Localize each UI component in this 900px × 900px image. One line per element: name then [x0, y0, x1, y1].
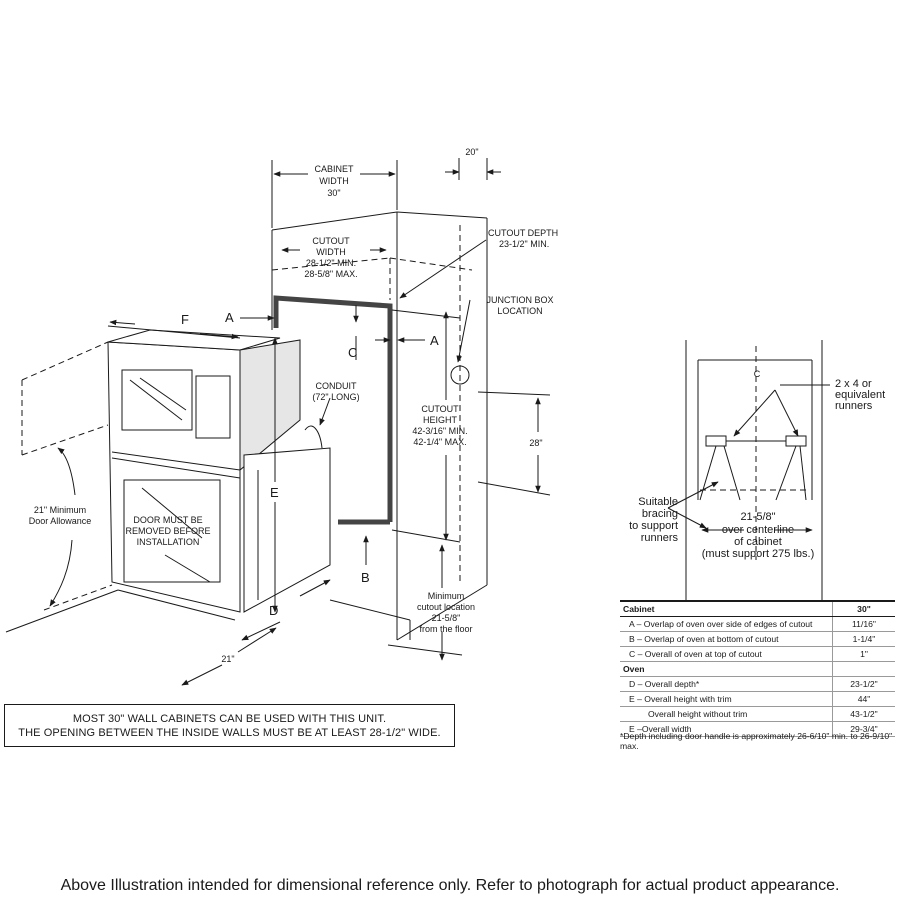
table-row: A – Overlap of oven over side of edges o…: [620, 616, 895, 632]
runners-label-1: 2 x 4 or: [835, 378, 872, 390]
min-cutout-value: 21-5/8": [432, 613, 461, 623]
junction-box-label-1: JUNCTION BOX: [486, 295, 553, 305]
table-row: C – Overall of oven at top of cutout 1": [620, 646, 895, 662]
cabinet-box: [271, 211, 488, 641]
table-row-value: 23-1/2": [832, 676, 895, 692]
depth-footnote: *Depth including door handle is approxim…: [620, 731, 893, 751]
letter-a-left: A: [225, 310, 234, 325]
dim-28-label: 28": [529, 438, 542, 448]
door-allowance-label-1: 21" Minimum: [34, 505, 86, 515]
door-allowance-label-2: Door Allowance: [29, 516, 92, 526]
letter-c: C: [348, 345, 357, 360]
cutout-height-label-1: CUTOUT: [421, 404, 459, 414]
cutout-height-label-2: HEIGHT: [423, 415, 458, 425]
min-cutout-label-1: Minimum: [428, 591, 465, 601]
bracing-label-3: to support: [629, 520, 678, 532]
cutout-width-label-2: WIDTH: [316, 247, 346, 257]
table-row-value: 43-1/2": [832, 706, 895, 722]
door-removed-label-1: DOOR MUST BE: [133, 515, 202, 525]
junction-box-label-2: LOCATION: [497, 306, 542, 316]
centerline-label-3: (must support 275 lbs.): [702, 548, 815, 560]
dimension-lines: [5, 158, 551, 686]
table-section-value: [832, 661, 895, 677]
letter-b: B: [361, 570, 370, 585]
table-row-label: C – Overall of oven at top of cutout: [620, 646, 833, 662]
bracing-label-4: runners: [641, 532, 679, 544]
table-row-value: 29-3/4": [832, 721, 895, 737]
cabinet-note-line-2: THE OPENING BETWEEN THE INSIDE WALLS MUS…: [18, 727, 441, 739]
cutout-depth-value: 23-1/2" MIN.: [499, 239, 549, 249]
table-row-label: A – Overlap of oven over side of edges o…: [620, 616, 833, 632]
centerline-label-2: of cabinet: [734, 536, 782, 548]
door-removed-label-3: INSTALLATION: [137, 537, 200, 547]
cutout-height-max: 42-1/4" MAX.: [413, 437, 466, 447]
table-row-value: 1": [832, 646, 895, 662]
table-header-row: Cabinet 30": [620, 600, 895, 617]
runners-label-3: runners: [835, 400, 873, 412]
cabinet-width-value: 30": [327, 188, 340, 198]
cabinet-note: MOST 30" WALL CABINETS CAN BE USED WITH …: [4, 704, 455, 747]
table-header-label: Cabinet: [620, 600, 833, 617]
table-row: E – Overall height with trim 44": [620, 691, 895, 707]
bracing-label-2: bracing: [642, 508, 678, 520]
runner-c-label: C: [754, 369, 761, 379]
cabinet-width-label-1: CABINET: [314, 164, 354, 174]
cutout-frame: [273, 295, 393, 525]
letter-f: F: [181, 312, 189, 327]
door-removed-label-2: REMOVED BEFORE: [125, 526, 210, 536]
letter-e: E: [270, 485, 279, 500]
runners-label-2: equivalent: [835, 389, 885, 401]
cutout-width-label-1: CUTOUT: [312, 236, 350, 246]
table-row: D – Overall depth* 23-1/2": [620, 676, 895, 692]
dim-21-label: 21": [221, 654, 234, 664]
wall-oven: [107, 329, 331, 613]
dimension-table: Cabinet 30" A – Overlap of oven over sid…: [620, 600, 895, 737]
table-section-label: Oven: [620, 661, 833, 677]
centerline-label-1: over centerline: [722, 524, 794, 536]
letter-d: D: [269, 603, 278, 618]
centerline-value: 21-5/8": [740, 511, 775, 523]
table-header-value: 30": [832, 600, 895, 617]
table-row-value: 11/16": [832, 616, 895, 632]
runner-detail: [667, 340, 830, 600]
table-row: Overall height without trim 43-1/2": [620, 706, 895, 722]
table-section-row: Oven: [620, 661, 895, 677]
cutout-width-min: 28-1/2" MIN.: [306, 258, 356, 268]
table-row-label: B – Overlap of oven at bottom of cutout: [620, 631, 833, 647]
table-row-label: E – Overall height with trim: [620, 691, 833, 707]
table-row: B – Overlap of oven at bottom of cutout …: [620, 631, 895, 647]
dim-20-label: 20": [465, 147, 478, 157]
cutout-depth-label: CUTOUT DEPTH: [488, 228, 558, 238]
table-row-label: D – Overall depth*: [620, 676, 833, 692]
letter-a-right: A: [430, 333, 439, 348]
table-row-label: Overall height without trim: [620, 706, 833, 722]
table-row-value: 44": [832, 691, 895, 707]
bracing-label-1: Suitable: [638, 496, 678, 508]
cutout-width-max: 28-5/8" MAX.: [304, 269, 357, 279]
table-row: E –Overall width 29-3/4": [620, 721, 895, 737]
conduit-label-1: CONDUIT: [316, 381, 357, 391]
min-cutout-label-2: cutout location: [417, 602, 475, 612]
table-row-label: E –Overall width: [620, 721, 833, 737]
disclaimer-text: Above Illustration intended for dimensio…: [60, 877, 840, 894]
min-cutout-label-3: from the floor: [419, 624, 472, 634]
cabinet-width-label-2: WIDTH: [319, 176, 349, 186]
cutout-height-min: 42-3/16" MIN.: [412, 426, 467, 436]
cabinet-note-line-1: MOST 30" WALL CABINETS CAN BE USED WITH …: [72, 713, 387, 725]
table-row-value: 1-1/4": [832, 631, 895, 647]
conduit-label-2: (72" LONG): [312, 392, 359, 402]
